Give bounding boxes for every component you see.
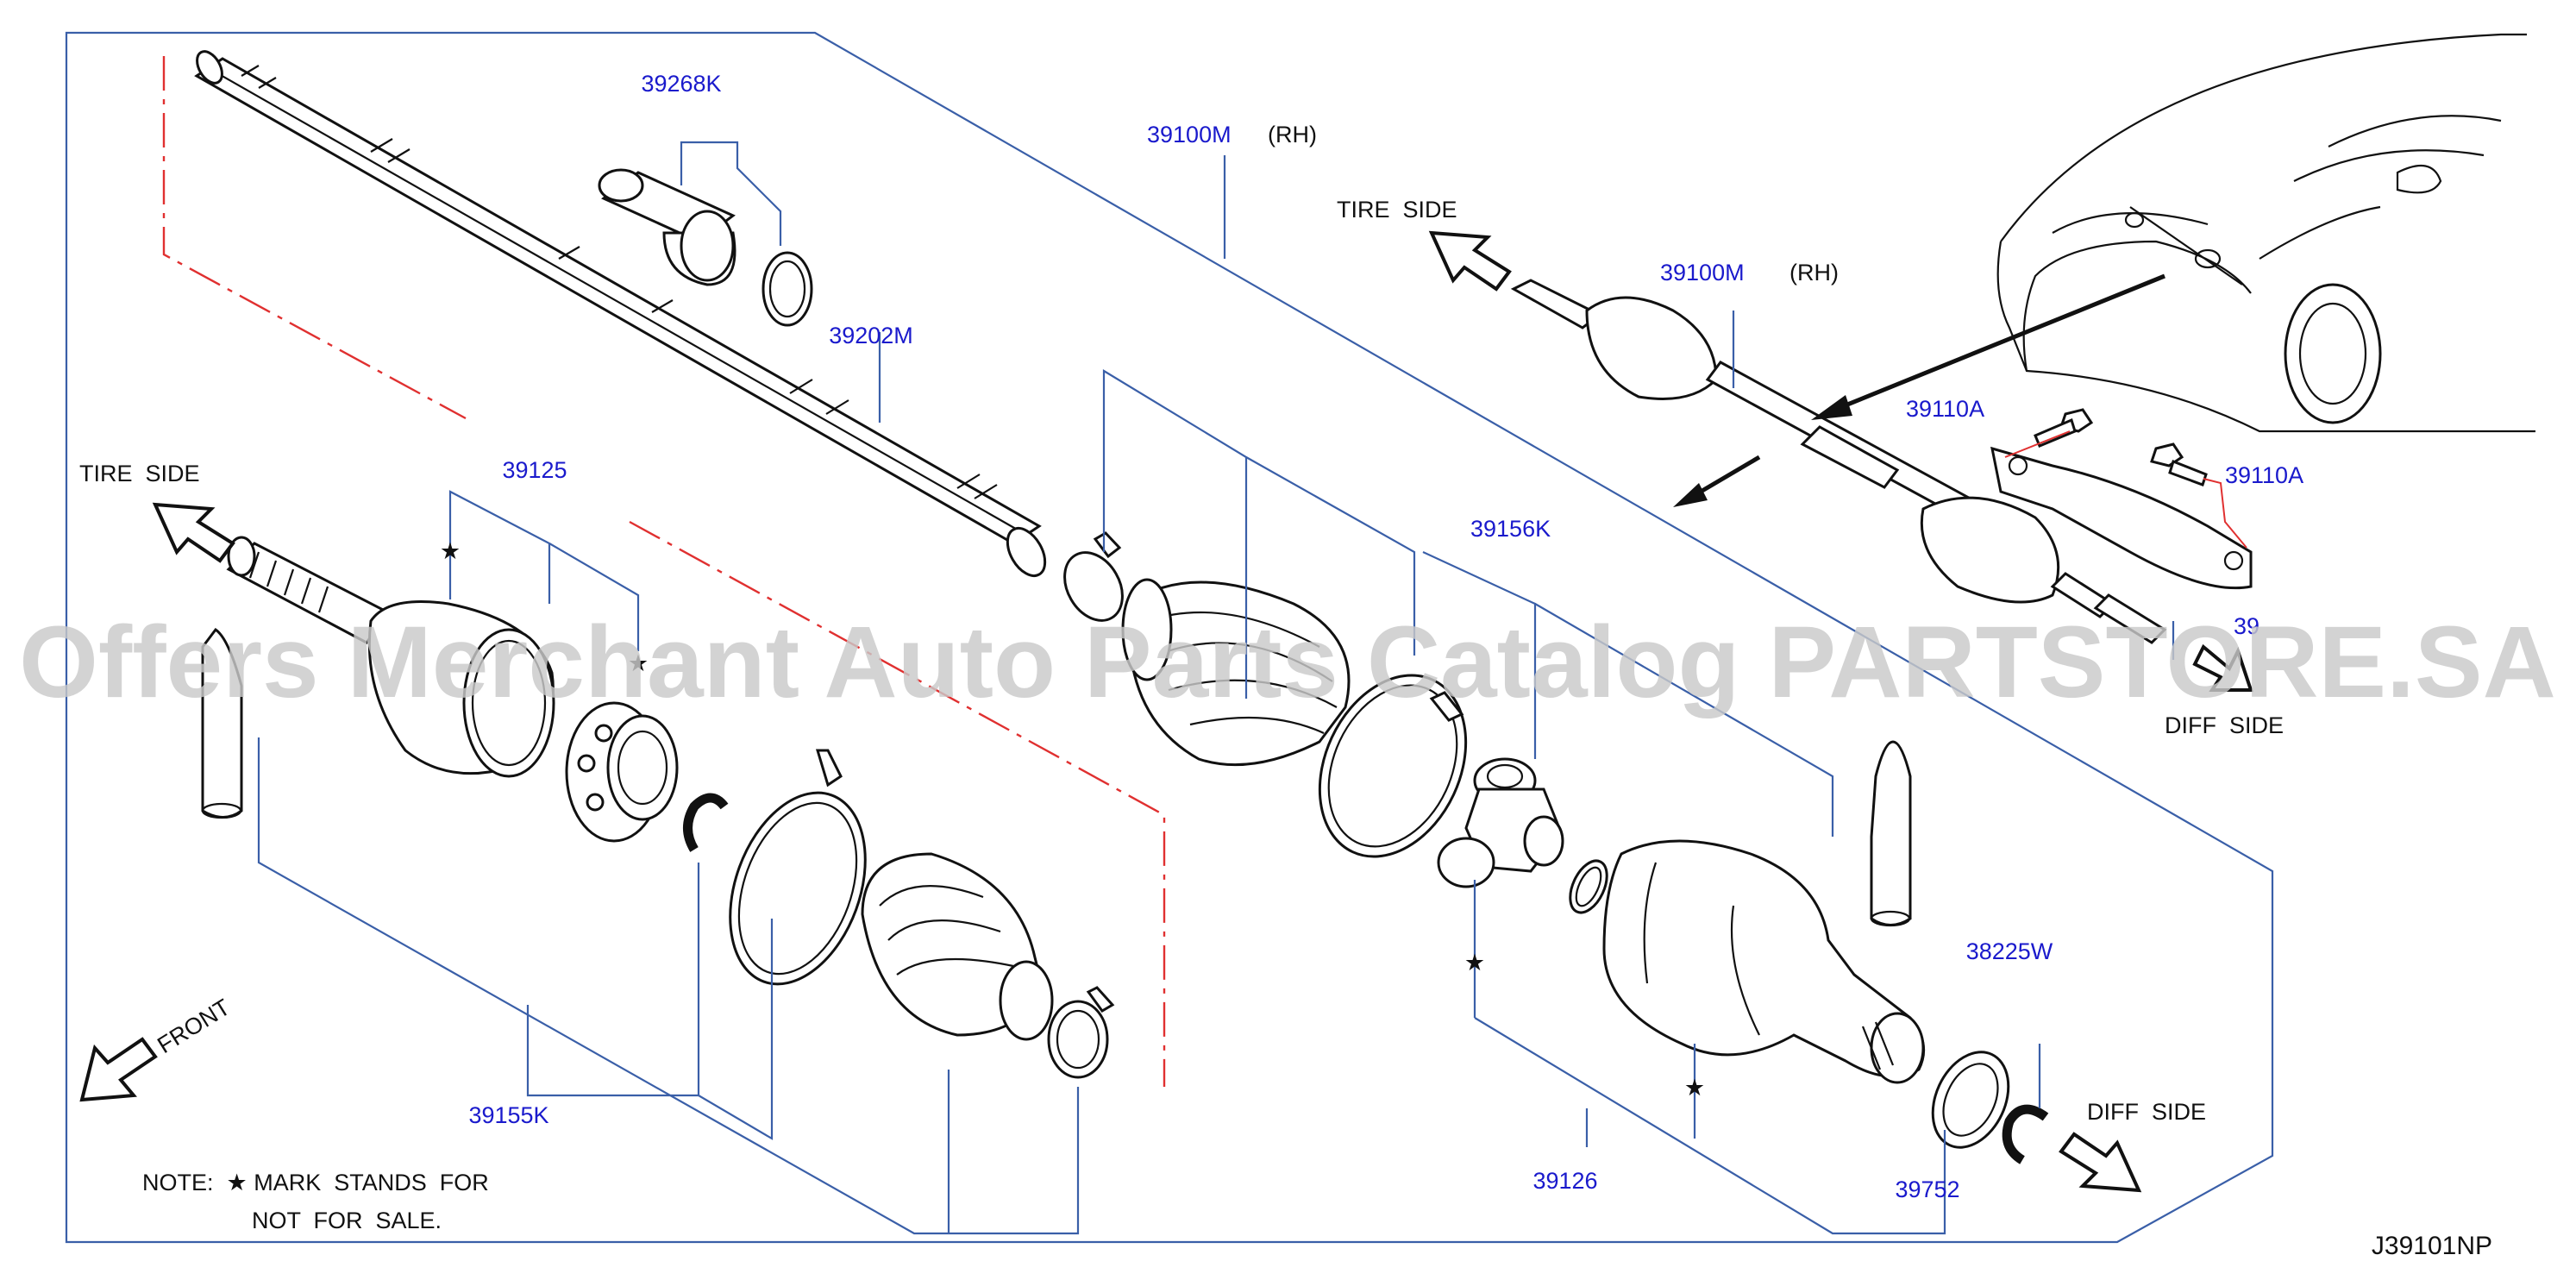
outer-boot: [861, 852, 1054, 1041]
grease-tube-left: [201, 627, 243, 819]
phantom-lines: [162, 56, 1166, 1087]
part-39752[interactable]: 39752: [1895, 1176, 1959, 1202]
drive-shaft-bar: [194, 50, 1047, 577]
part-39110A-left[interactable]: 39110A: [1906, 396, 1984, 422]
center-bearing-bracket: [1990, 446, 2253, 590]
part-39202M[interactable]: 39202M: [829, 323, 913, 348]
diagram-code: J39101NP: [2372, 1232, 2492, 1260]
note-line-2: NOT FOR SALE.: [252, 1208, 442, 1233]
damper-39268K: [598, 168, 813, 327]
rh-label-car: (RH): [1789, 260, 1839, 285]
assembly-outline: [65, 31, 2274, 1244]
boot-band-large-left: [729, 749, 867, 986]
bolt-right: [2150, 442, 2208, 486]
snap-ring-38225W: [2002, 1104, 2049, 1164]
watermark: Offers Merchant Auto Parts Catalog PARTS…: [19, 605, 2556, 719]
bracket-phantom: [2004, 430, 2247, 549]
tire-side-label-right: TIRE SIDE: [1337, 197, 1457, 223]
inner-boot-band-large: [1318, 674, 1468, 858]
part-38225W[interactable]: 38225W: [1966, 938, 2053, 964]
diff-side-label-bottom: DIFF SIDE: [2087, 1099, 2206, 1125]
part-39110A-right[interactable]: 39110A: [2225, 462, 2303, 488]
snap-ring-tripod: [1569, 859, 1608, 914]
oil-seal-39752: [1931, 1051, 2010, 1149]
car-pointer-head: [1811, 395, 1852, 420]
part-39268K[interactable]: 39268K: [641, 71, 721, 97]
inner-boot-band-top: [1063, 531, 1124, 622]
diff-side-arrow-bottom: [2059, 1132, 2142, 1193]
part-39155K[interactable]: 39155K: [468, 1102, 548, 1128]
grease-tube-right: [1870, 740, 1912, 927]
star-mark-2: ★: [628, 650, 649, 676]
front-label: FRONT: [153, 994, 235, 1058]
inner-boot: [1121, 578, 1351, 767]
diff-side-arrow-top: [2192, 643, 2253, 692]
part-39156K[interactable]: 39156K: [1470, 516, 1551, 542]
star-mark-4: ★: [1684, 1075, 1705, 1101]
ball-cage: [565, 701, 679, 843]
leader-lines: [257, 141, 2175, 1235]
shaft-pointer-head: [1673, 483, 1708, 507]
bolt-left: [2034, 408, 2094, 448]
tire-side-label-left: TIRE SIDE: [79, 461, 200, 486]
vehicle-front-illustration: [1996, 33, 2535, 433]
snap-ring-left: [683, 793, 729, 852]
star-mark-1: ★: [440, 538, 461, 564]
tire-side-arrow-right: [1428, 230, 1512, 292]
note-line-1: NOTE: ★ MARK STANDS FOR: [142, 1170, 489, 1195]
part-39100M-car[interactable]: 39100M: [1660, 260, 1745, 285]
star-mark-3: ★: [1464, 950, 1485, 976]
part-39100M-top[interactable]: 39100M: [1147, 122, 1232, 147]
car-to-shaft-pointer: [1823, 273, 2165, 417]
inner-joint-housing-39126: [1602, 839, 1926, 1084]
tripod-joint-spider: [1437, 757, 1564, 888]
part-partial[interactable]: 39: [2234, 613, 2259, 639]
front-direction-arrow: [79, 1037, 158, 1102]
tire-side-arrow-left: [152, 502, 235, 563]
outer-cv-joint-39125: [226, 536, 555, 778]
boot-band-small-left: [1047, 986, 1115, 1079]
rh-label-top: (RH): [1268, 122, 1317, 147]
diff-side-label-top: DIFF SIDE: [2165, 712, 2284, 738]
part-39126[interactable]: 39126: [1532, 1168, 1597, 1194]
part-39125[interactable]: 39125: [502, 457, 567, 483]
assembled-driveshaft: [1510, 279, 2167, 644]
